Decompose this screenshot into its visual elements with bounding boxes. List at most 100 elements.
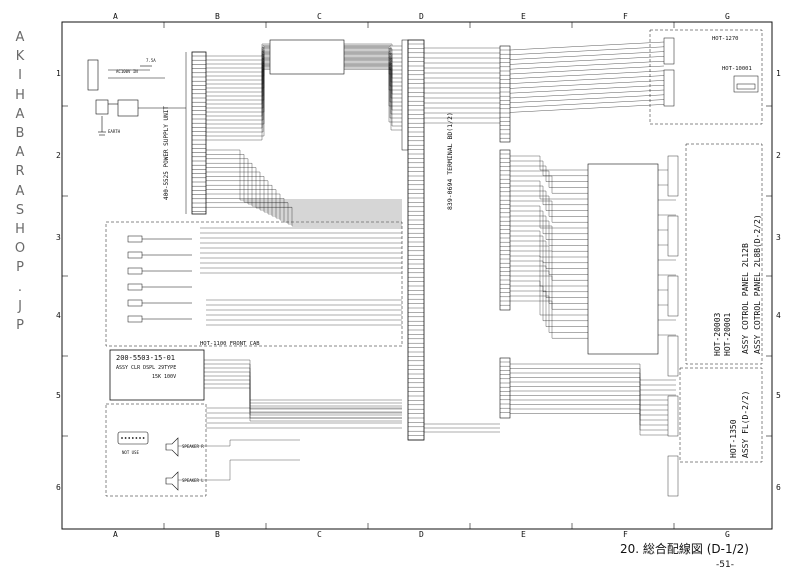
- grid-row-6-right: 6: [776, 483, 781, 492]
- wire: [510, 413, 676, 436]
- watermark-letter: A: [15, 183, 25, 199]
- wire: [510, 195, 588, 217]
- wire: [510, 368, 676, 386]
- wire: [206, 149, 402, 201]
- grid-col-a-bottom: A: [113, 530, 118, 539]
- hot10001-label: HOT-10001: [722, 66, 752, 72]
- connector-block: [667, 455, 679, 497]
- wire: [206, 46, 270, 65]
- wire: [344, 66, 402, 123]
- terminal-label: 839-0694 TERMINAL BD(1/2): [446, 112, 454, 210]
- switch-icon: [127, 283, 143, 291]
- grid-col-f-top: F: [623, 12, 628, 21]
- wire: [206, 193, 402, 221]
- wire: [510, 275, 588, 310]
- wire: [206, 180, 402, 215]
- connector-pin: [142, 437, 145, 439]
- wire: [510, 175, 588, 194]
- wire: [206, 189, 402, 219]
- grid-row-5-left: 5: [56, 391, 61, 400]
- wire: [344, 43, 402, 47]
- grid-row-3-left: 3: [56, 233, 61, 242]
- page-caption: 20. 総合配線図 (D-1/2): [620, 542, 749, 556]
- wire: [344, 59, 402, 99]
- grid-col-g-bottom: G: [725, 530, 730, 539]
- connector-block: [667, 275, 679, 317]
- wire: [206, 48, 270, 73]
- wire: [509, 61, 665, 70]
- grid-col-a-top: A: [113, 12, 118, 21]
- wire: [510, 250, 588, 281]
- wire: [344, 55, 402, 87]
- wire: [344, 64, 402, 115]
- connector-pin: [128, 437, 131, 439]
- wire: [344, 47, 402, 59]
- grid-col-c-top: C: [317, 12, 322, 21]
- wire: [510, 372, 676, 391]
- wire: [344, 63, 402, 111]
- wire: [510, 285, 588, 321]
- wire: [510, 155, 588, 171]
- right-connector-strip: [499, 45, 511, 419]
- connector-block: [667, 155, 679, 197]
- speaker-r-label: SPEAKER R: [182, 444, 204, 449]
- wire: [204, 367, 402, 407]
- watermark-letter: B: [15, 126, 25, 142]
- wire: [206, 154, 402, 203]
- ac-input: [87, 59, 186, 136]
- wire: [206, 67, 270, 137]
- bundle-box-top: [269, 39, 345, 75]
- wire: [509, 56, 665, 65]
- wire: [510, 180, 588, 200]
- watermark-letter: A: [15, 30, 25, 45]
- frame-ticks: [62, 22, 772, 529]
- wire: [509, 75, 665, 84]
- wire: [206, 45, 270, 61]
- watermark-letter: A: [15, 106, 25, 122]
- wire: [510, 225, 588, 252]
- wire: [510, 265, 588, 298]
- grid-col-d-top: D: [419, 12, 424, 21]
- grid-row-6-left: 6: [56, 483, 61, 492]
- wire: [344, 58, 402, 95]
- wire: [510, 386, 676, 406]
- grid-row-4-left: 4: [56, 311, 61, 320]
- wires-control-panel: [509, 41, 676, 436]
- wire: [509, 51, 665, 60]
- dspl-name: ASSY CLR DSPL 29TYPE: [116, 365, 176, 371]
- control-panel-2l8b: ASSY COTROL PANEL 2L8B(D-2/2): [753, 214, 762, 354]
- terminal-board: [401, 39, 425, 441]
- switch-icon: [127, 299, 143, 307]
- grid-col-b-top: B: [215, 12, 220, 21]
- grid-col-b-bottom: B: [215, 530, 220, 539]
- switch-icon: [127, 251, 143, 259]
- wire: [344, 46, 402, 55]
- hot1270-boundary: [649, 29, 763, 125]
- wire: [344, 61, 402, 107]
- wire: [510, 240, 588, 269]
- wire: [204, 375, 402, 413]
- grid-row-5-right: 5: [776, 391, 781, 400]
- speaker-icon: [165, 437, 179, 491]
- wire: [206, 69, 270, 141]
- wire: [206, 54, 270, 93]
- hot20003-label: HOT-20003: [713, 312, 722, 356]
- wire: [344, 65, 402, 119]
- wire: [510, 395, 676, 416]
- wire: [206, 51, 270, 81]
- wire: [510, 170, 588, 188]
- wire: [510, 190, 588, 211]
- switch-icon: [127, 267, 143, 275]
- wire: [206, 63, 270, 121]
- wire: [206, 163, 402, 207]
- ac-in-label: AC100V IN: [116, 69, 138, 74]
- grid-col-e-bottom: E: [521, 530, 526, 539]
- display-assy: [109, 349, 205, 401]
- wire: [510, 280, 588, 316]
- not-use-label: NOT USE: [122, 450, 139, 455]
- wire: [178, 439, 300, 447]
- connector-pin: [139, 437, 141, 439]
- wire: [206, 58, 270, 105]
- watermark-letter: R: [15, 164, 25, 180]
